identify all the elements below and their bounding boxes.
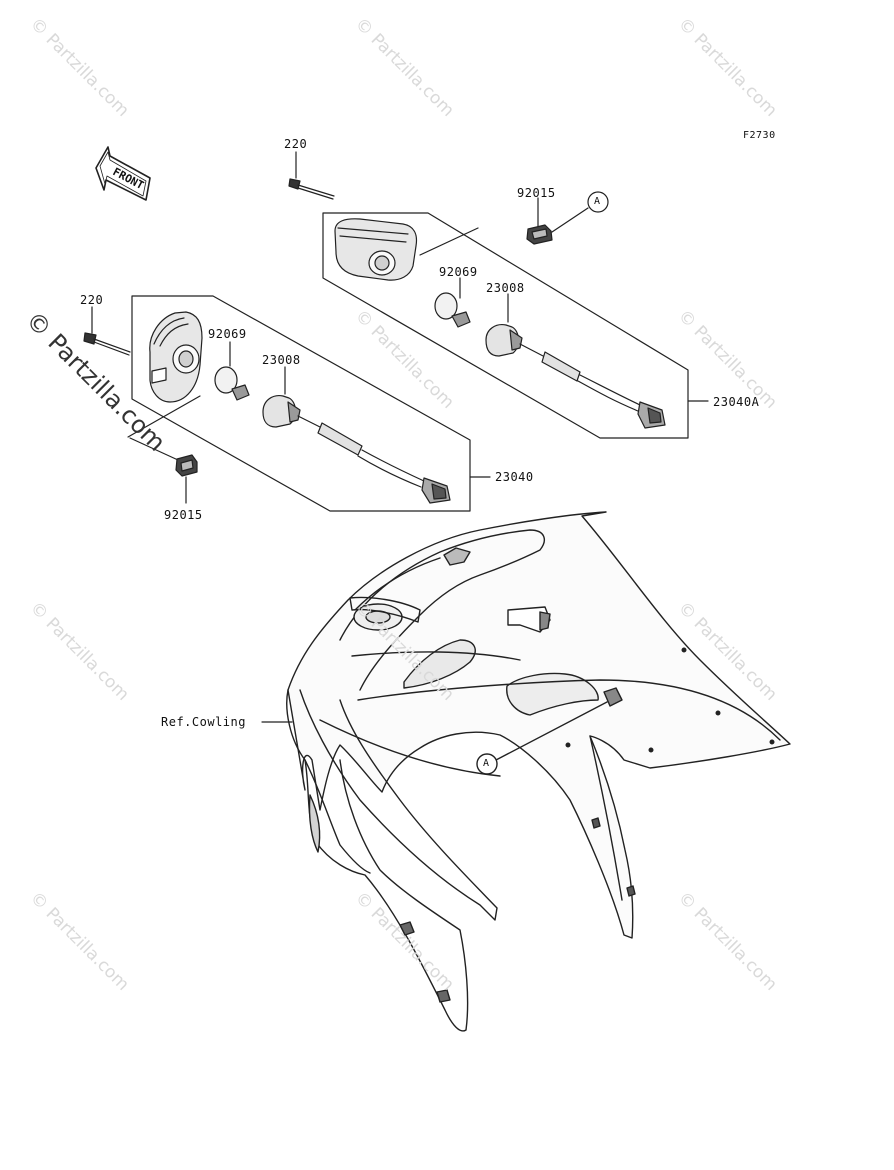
- callout-220-right: 220: [284, 137, 308, 151]
- clip-92015-left: [129, 437, 198, 504]
- callout-23008-left: 23008: [262, 353, 301, 367]
- bolt-220-right: [288, 151, 335, 200]
- socket-23008-left: [262, 366, 451, 504]
- callout-ref-a-bottom: A: [483, 758, 490, 769]
- bulb-92069-left: [214, 341, 250, 401]
- bulb-92069-right: [434, 277, 471, 328]
- socket-23008-right: [485, 293, 666, 429]
- callout-ref-cowling: Ref.Cowling: [161, 715, 246, 729]
- lens-housing-left: [127, 311, 203, 438]
- callout-ref-a-top: A: [594, 196, 601, 207]
- cowling-body: [286, 511, 791, 1032]
- callout-92015-left: 92015: [164, 508, 203, 522]
- callout-23040: 23040: [495, 470, 534, 484]
- assembly-outline-left: [131, 295, 471, 512]
- callout-23040a: 23040A: [713, 395, 760, 409]
- callout-23008-right: 23008: [486, 281, 525, 295]
- callout-92069-right: 92069: [439, 265, 478, 279]
- callout-92015-right: 92015: [517, 186, 556, 200]
- figure-code: F2730: [743, 130, 776, 141]
- front-arrow-icon: FRONT: [95, 146, 151, 201]
- bolt-220-left: [83, 306, 131, 356]
- assembly-outline-right: [322, 212, 689, 439]
- callout-92069-left: 92069: [208, 327, 247, 341]
- callout-220-left: 220: [80, 293, 104, 307]
- clip-92015-right: [526, 191, 609, 245]
- lens-housing-right: [334, 218, 479, 281]
